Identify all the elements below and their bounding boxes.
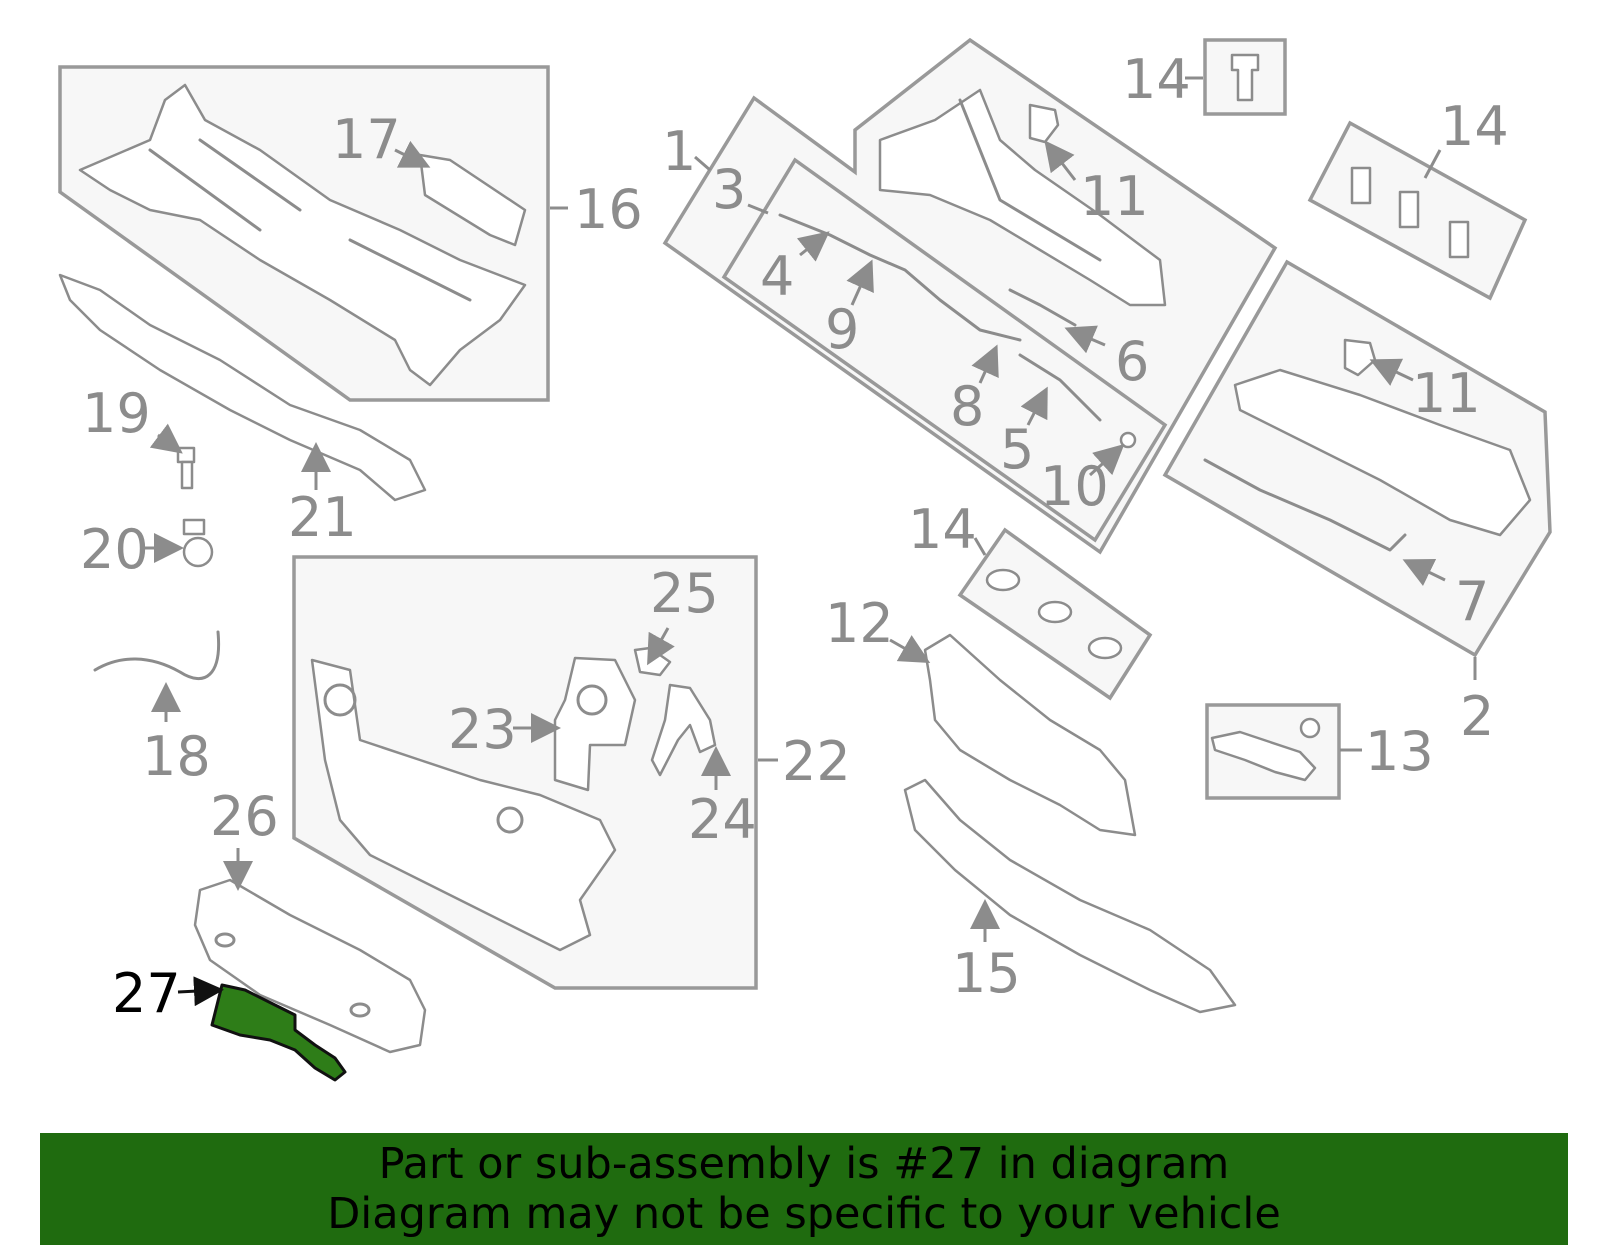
part-14-clip-m3[interactable] (1087, 636, 1123, 660)
callout-14-right: 14 (1440, 95, 1509, 158)
callout-14-top: 14 (1122, 48, 1191, 111)
group-box-14-mid (957, 527, 1153, 701)
callout-14-mid: 14 (908, 498, 977, 561)
callout-19: 19 (82, 382, 151, 445)
callout-3: 3 (712, 158, 746, 221)
callout-18: 18 (142, 725, 211, 788)
part-14-clip-top[interactable] (1230, 53, 1260, 102)
callout-9: 9 (825, 298, 859, 361)
group-box-14-top (1203, 38, 1287, 116)
callout-6: 6 (1115, 330, 1149, 393)
part-24-bracket[interactable] (650, 683, 717, 777)
part-18-hose[interactable] (93, 630, 221, 681)
footer-line-2: Diagram may not be specific to your vehi… (327, 1189, 1281, 1239)
footer-banner: Part or sub-assembly is #27 in diagram D… (40, 1133, 1568, 1245)
part-1-cowl-top[interactable] (878, 88, 1167, 307)
callout-24: 24 (688, 788, 757, 851)
callout-4: 4 (760, 245, 794, 308)
callout-21: 21 (288, 486, 357, 549)
part-15-reinforcement[interactable] (903, 778, 1237, 1014)
callout-11-right: 11 (1412, 362, 1481, 425)
callout-1: 1 (662, 120, 696, 183)
callout-23: 23 (448, 698, 517, 761)
part-12-panel[interactable] (923, 633, 1137, 837)
part-10-nozzle[interactable] (1119, 431, 1137, 449)
group-box-13 (1205, 703, 1341, 800)
part-14-clip-r2[interactable] (1398, 190, 1420, 229)
callout-20: 20 (80, 518, 149, 581)
callout-11-top: 11 (1080, 165, 1149, 228)
callout-12: 12 (825, 592, 894, 655)
part-9-hose[interactable] (778, 213, 1022, 342)
group-box-22 (292, 555, 758, 990)
leader-lines (145, 76, 1477, 1007)
callout-16: 16 (574, 178, 643, 241)
part-11-cap[interactable] (1028, 103, 1060, 144)
part-23-bracket[interactable] (553, 656, 637, 792)
part-7-hose[interactable] (1203, 458, 1407, 552)
callout-22: 22 (782, 730, 851, 793)
part-14-clip-r3[interactable] (1448, 220, 1470, 259)
callout-13: 13 (1365, 720, 1434, 783)
part-19-clip[interactable] (176, 446, 196, 490)
part-16-dash-panel[interactable] (78, 83, 527, 387)
part-20-clamp[interactable] (182, 518, 214, 568)
callout-27: 27 (112, 962, 181, 1025)
group-box-1 (662, 37, 1278, 555)
callout-17: 17 (332, 108, 401, 171)
callout-8: 8 (950, 375, 984, 438)
callout-5: 5 (1000, 418, 1034, 481)
part-6-hose[interactable] (1008, 288, 1077, 327)
part-17-bracket[interactable] (418, 153, 527, 247)
part-27-highlighted[interactable] (210, 983, 347, 1082)
callout-10: 10 (1040, 455, 1109, 518)
part-22-dash-lower[interactable] (310, 658, 617, 952)
part-21-reinforcement[interactable] (58, 273, 427, 502)
part-14-clip-r1[interactable] (1350, 166, 1372, 205)
callout-25: 25 (650, 562, 719, 625)
callout-26: 26 (210, 785, 279, 848)
callouts: 17 16 21 19 20 18 1 3 4 9 11 6 8 5 10 14… (80, 48, 1509, 1025)
part-5-hose[interactable] (1018, 353, 1102, 422)
callout-2: 2 (1460, 685, 1494, 748)
callout-7: 7 (1455, 570, 1489, 633)
callout-15: 15 (952, 942, 1021, 1005)
part-11-cap-right[interactable] (1343, 338, 1377, 377)
footer-line-1: Part or sub-assembly is #27 in diagram (378, 1139, 1230, 1189)
part-2-cowl-top[interactable] (1233, 368, 1532, 537)
part-14-clip-m1[interactable] (985, 568, 1021, 592)
group-box-14-right (1307, 120, 1528, 301)
part-14-clip-m2[interactable] (1037, 600, 1073, 624)
part-13-bracket[interactable] (1210, 730, 1317, 782)
group-box-2 (1162, 259, 1552, 658)
